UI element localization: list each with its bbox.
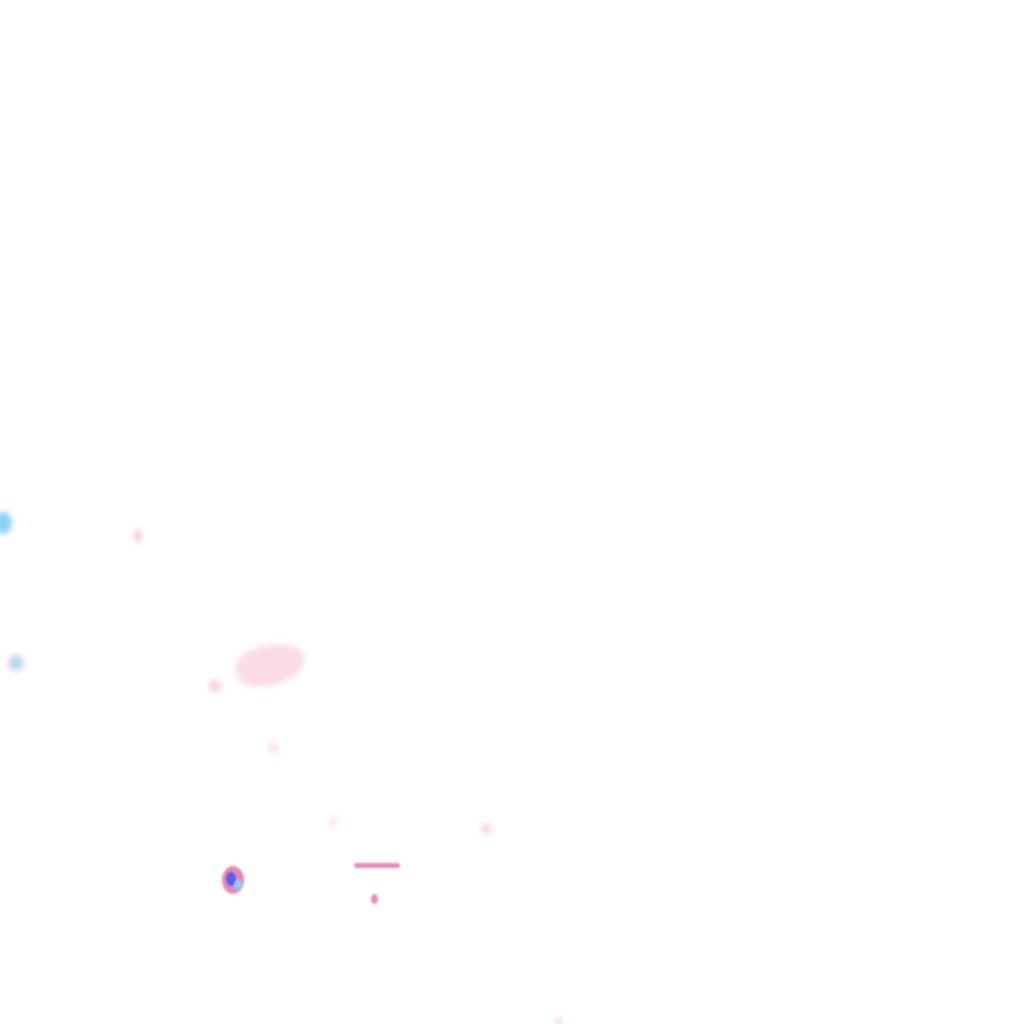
precip-core — [234, 880, 242, 890]
precip-cell-small — [329, 817, 337, 827]
precip-area-light — [231, 636, 309, 694]
precip-cell-small — [371, 894, 378, 904]
precip-cell-small — [556, 1018, 562, 1024]
precip-cell-small-blue — [10, 657, 22, 669]
precip-cell-small — [481, 824, 491, 834]
precip-area-tail — [209, 680, 221, 692]
precip-cell-small — [268, 743, 278, 753]
precip-cell-left-edge — [0, 512, 12, 534]
precip-core — [226, 872, 236, 886]
precip-band — [354, 863, 400, 868]
precip-cell-small — [134, 530, 142, 542]
